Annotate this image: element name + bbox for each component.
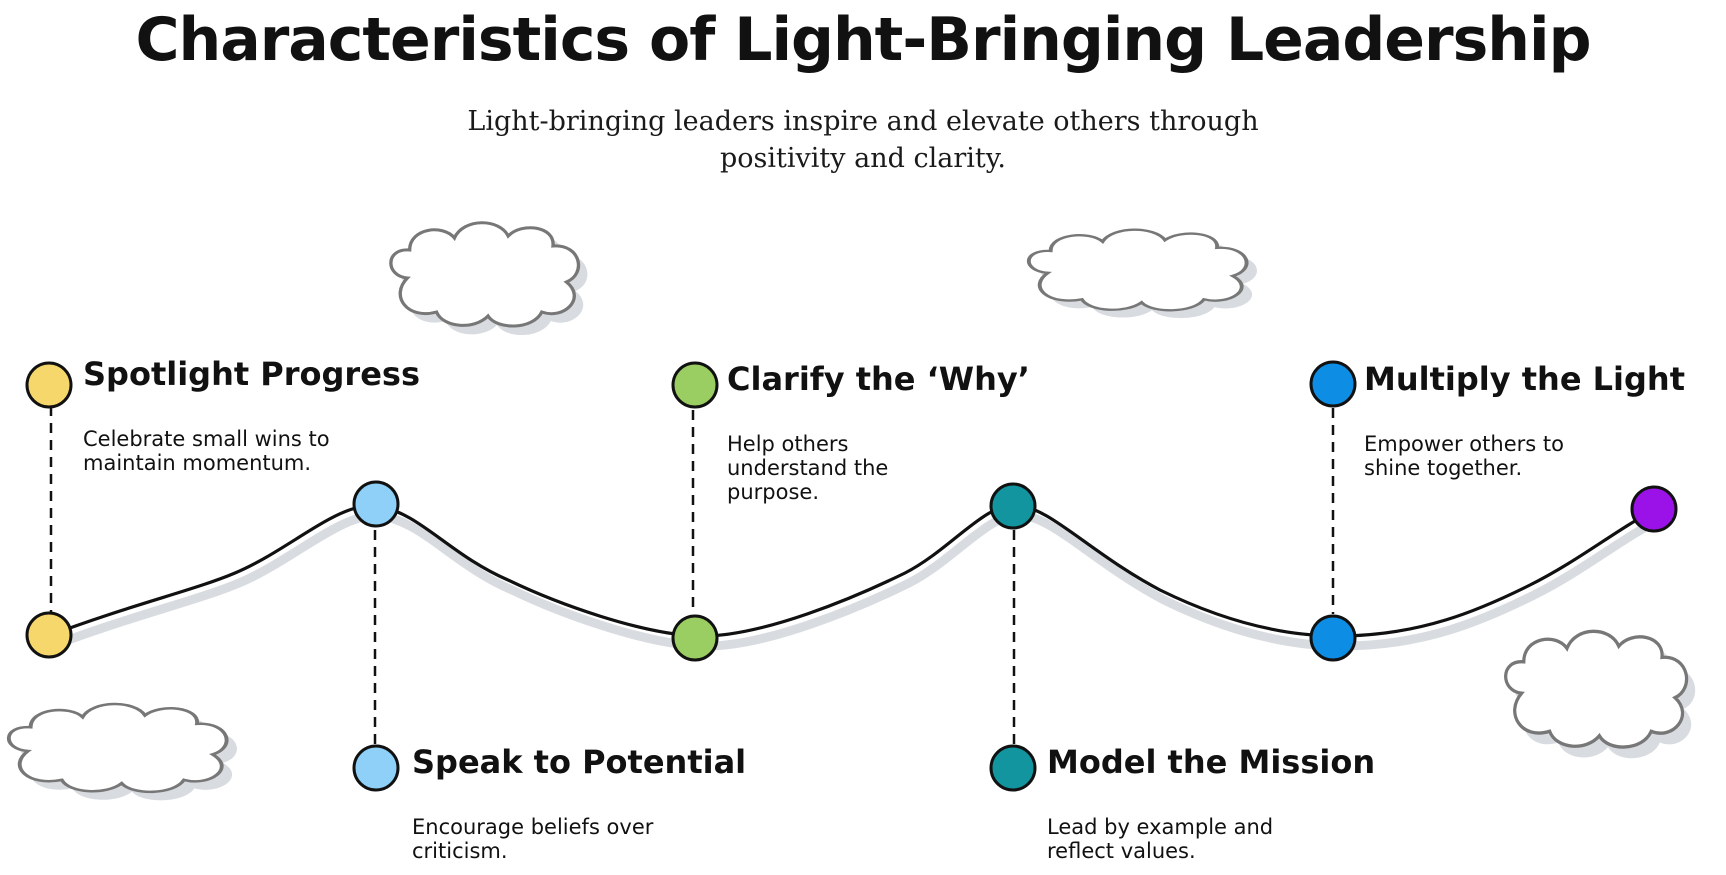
blue-dot xyxy=(1309,360,1357,408)
teal-dot xyxy=(989,744,1037,792)
yellow-dot xyxy=(25,611,73,659)
item-description: Empower others to shine together. xyxy=(1364,432,1564,480)
blue-dot xyxy=(1309,614,1357,662)
item-title: Model the Mission xyxy=(1047,743,1376,781)
light-blue-dot xyxy=(352,480,400,528)
purple-dot xyxy=(1630,485,1678,533)
item-title: Clarify the ‘Why’ xyxy=(727,360,1030,398)
cloud-3 xyxy=(6,702,237,801)
green-dot xyxy=(671,614,719,662)
cloud-1 xyxy=(389,221,588,336)
item-title: Multiply the Light xyxy=(1364,360,1685,398)
item-title: Speak to Potential xyxy=(412,743,747,781)
item-title: Spotlight Progress xyxy=(83,355,420,393)
green-dot xyxy=(671,361,719,409)
item-description: Help others understand the purpose. xyxy=(727,432,889,504)
page-subtitle: Light-bringing leaders inspire and eleva… xyxy=(467,106,1259,174)
cloud-2 xyxy=(1026,227,1257,319)
item-description: Encourage beliefs over criticism. xyxy=(412,815,654,863)
cloud-4 xyxy=(1503,629,1696,759)
item-description: Celebrate small wins to maintain momentu… xyxy=(83,427,330,475)
teal-dot xyxy=(989,482,1037,530)
light-blue-dot xyxy=(352,744,400,792)
wave-path xyxy=(46,503,1657,638)
item-description: Lead by example and reflect values. xyxy=(1047,815,1274,863)
yellow-dot xyxy=(25,361,73,409)
page-title: Characteristics of Light-Bringing Leader… xyxy=(135,5,1591,75)
wave-path-shadow xyxy=(50,510,1661,651)
